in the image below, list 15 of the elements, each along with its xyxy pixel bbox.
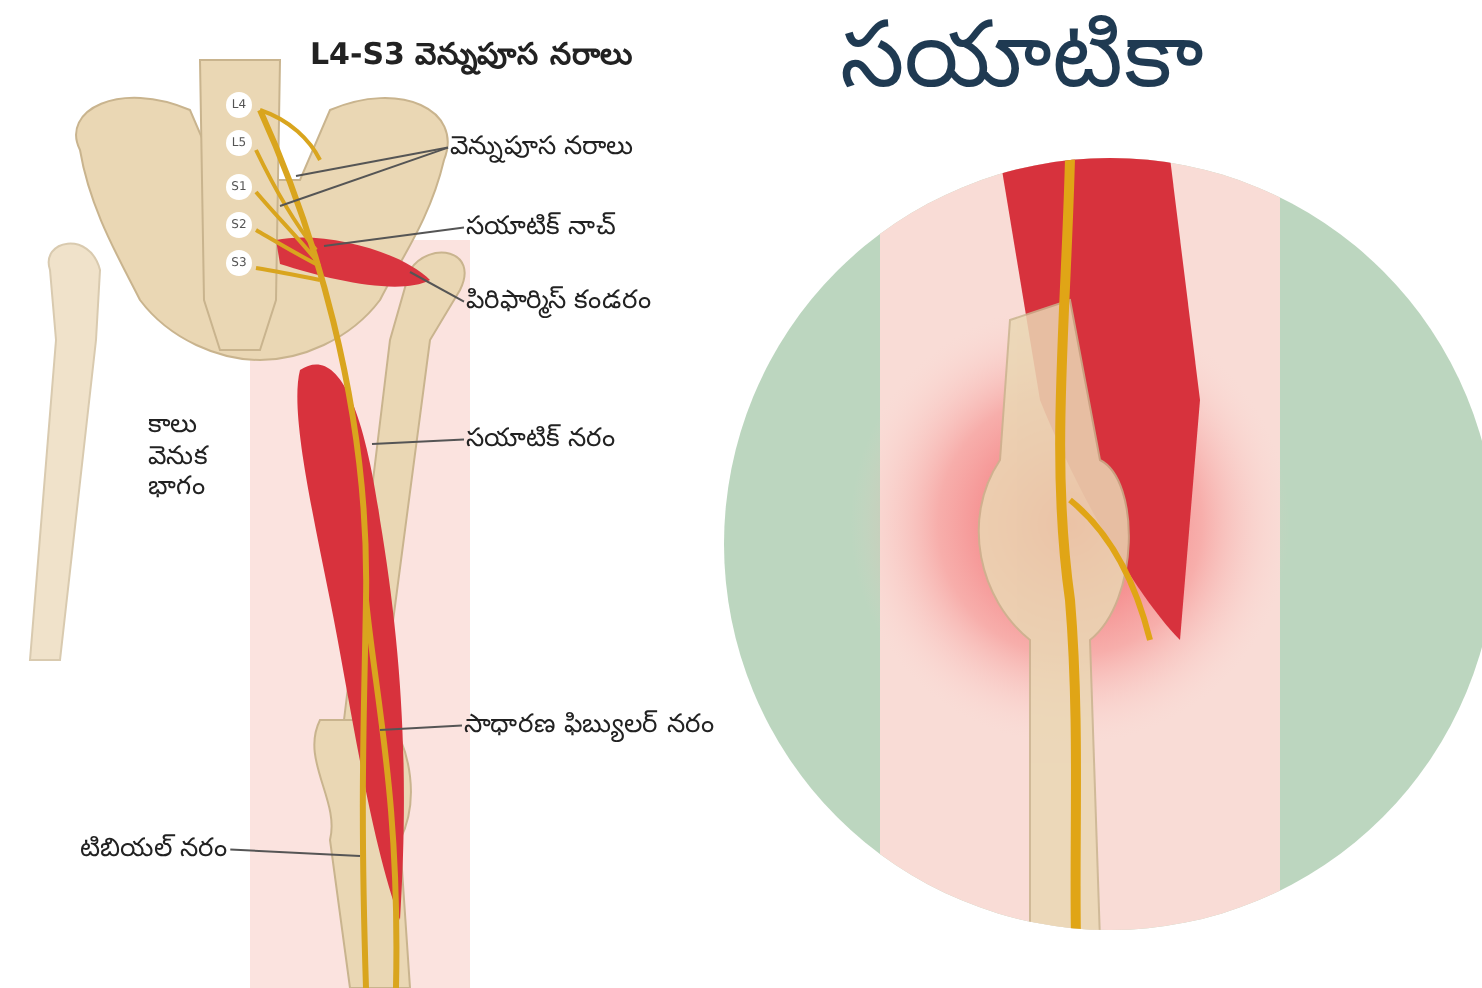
leader-line [279,146,449,207]
leader-line [295,146,449,177]
leader-line [323,226,465,247]
part-label: సయాటిక్ నరం [466,424,617,456]
leader-line [229,848,361,857]
part-label: టిబియల్ నరం [80,834,229,866]
part-label: వెన్నుపూస నరాలు [450,132,635,164]
part-label: సాధారణ ఫిబ్యులర్ నరం [464,710,715,742]
leader-line [371,438,465,445]
title: సయాటికా [840,0,1204,111]
panel-heading: L4-S3 వెన్నుపూస నరాలు [310,36,632,72]
part-label: సయాటిక్ నాచ్ [466,212,617,244]
leader-line [379,724,463,731]
region-label: కాలు వెనుక భాగం [148,410,211,504]
part-label: పిరిఫార్మిస్ కండరం [466,286,653,318]
